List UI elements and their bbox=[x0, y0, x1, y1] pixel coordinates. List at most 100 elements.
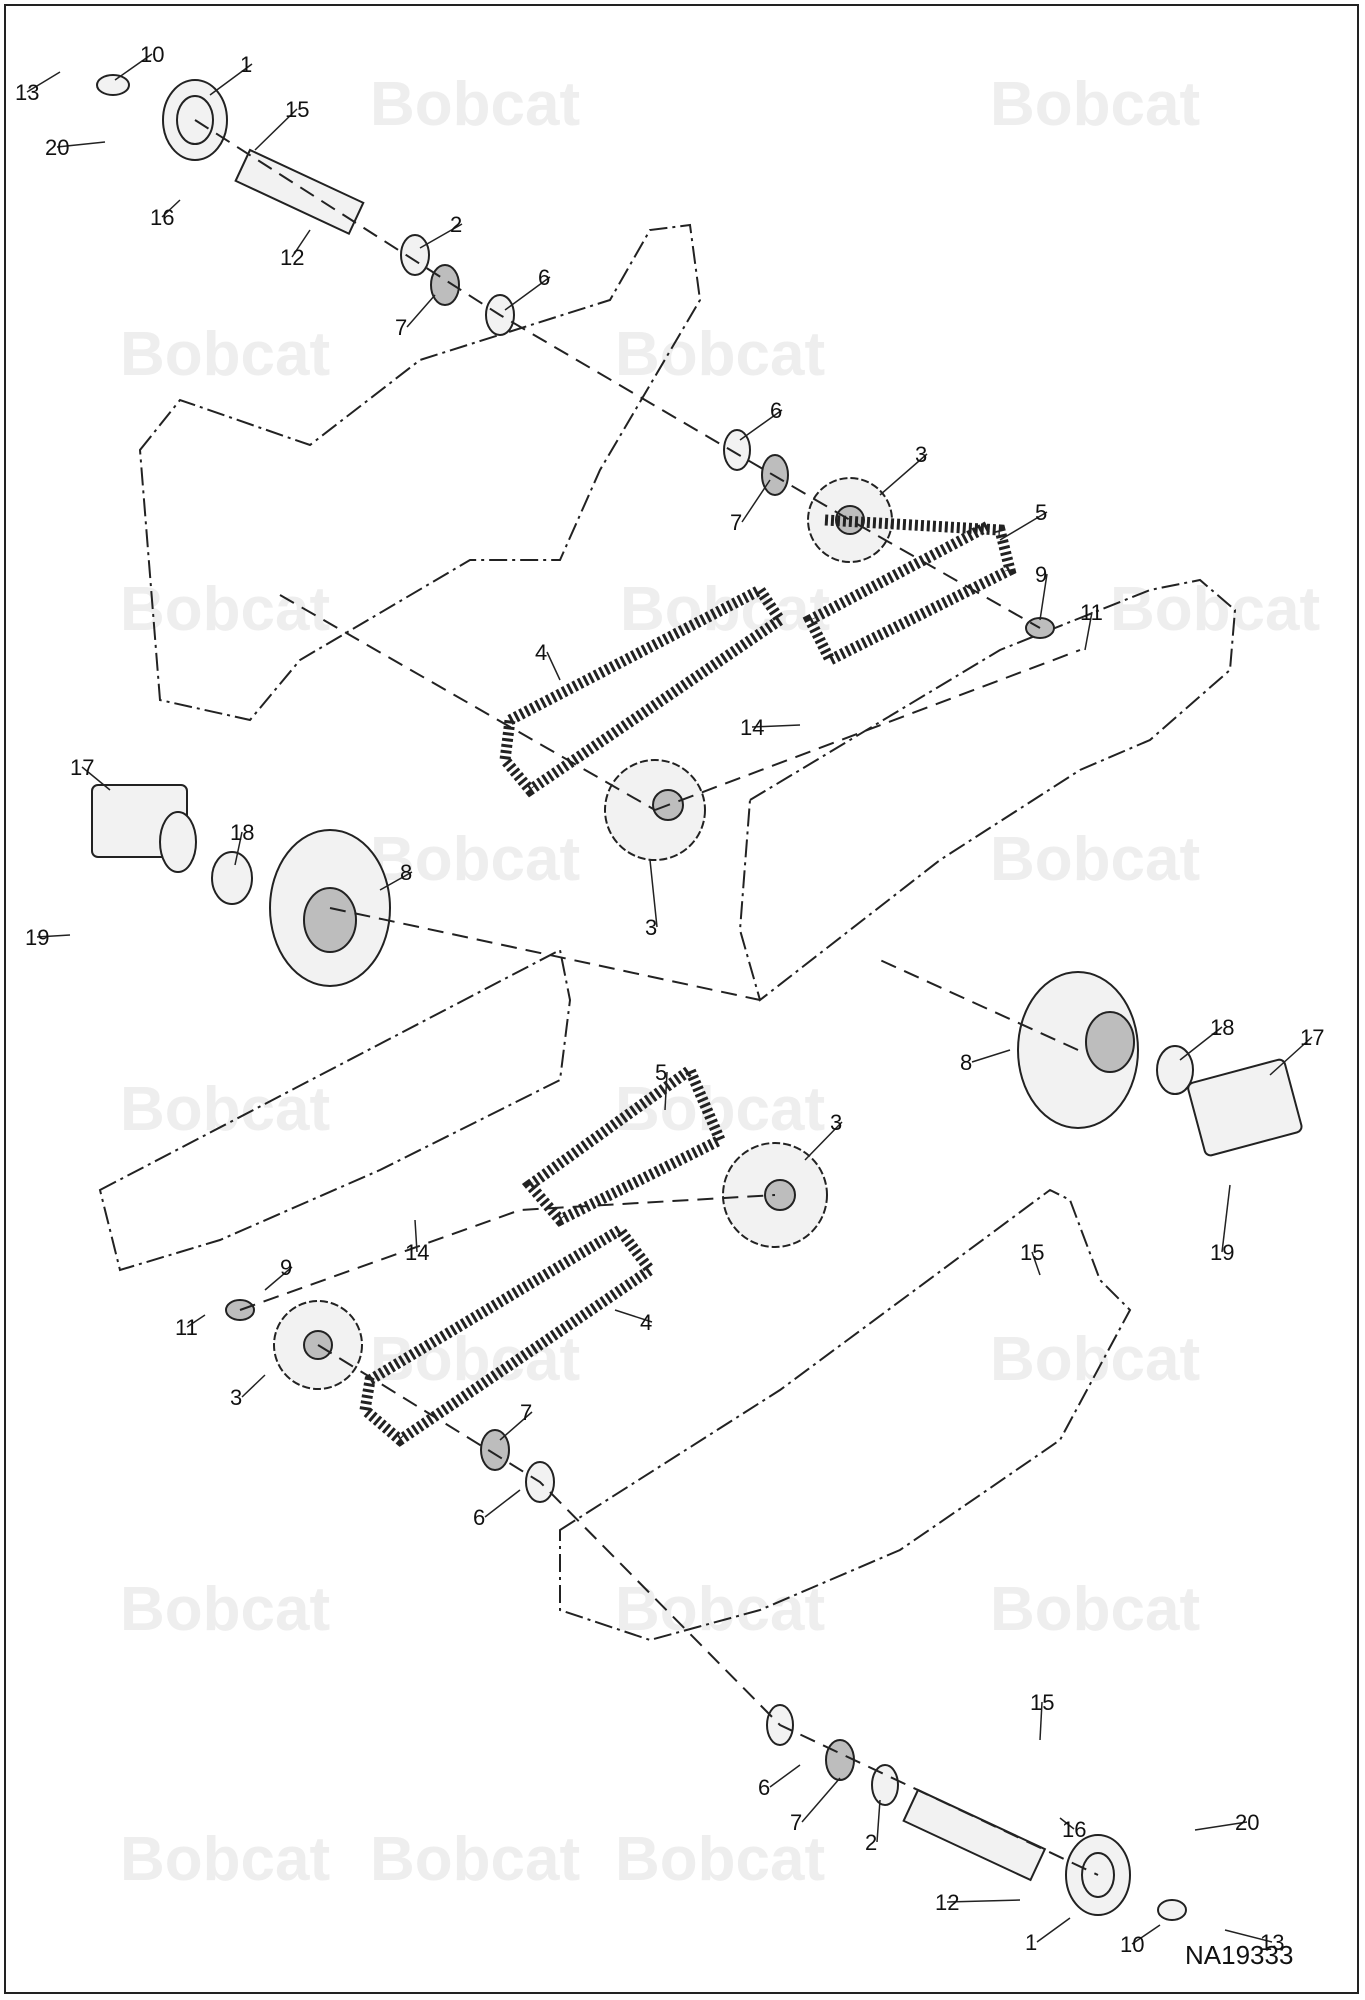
callout-17: 17 bbox=[1300, 1025, 1324, 1050]
leader-line bbox=[36, 934, 71, 938]
callout-16: 16 bbox=[1062, 1817, 1086, 1842]
leader-line bbox=[751, 724, 801, 728]
leader-line bbox=[241, 1374, 266, 1398]
callout-13: 13 bbox=[1260, 1930, 1284, 1955]
bearing-7-lower-mid bbox=[480, 1429, 510, 1471]
callout-4: 4 bbox=[535, 640, 547, 665]
callout-15: 15 bbox=[285, 97, 309, 122]
leader-line bbox=[1036, 1917, 1071, 1943]
callout-10: 10 bbox=[1120, 1932, 1144, 1957]
watermark-text: Bobcat bbox=[370, 1325, 580, 1394]
callout-3: 3 bbox=[915, 442, 927, 467]
callout-14: 14 bbox=[740, 715, 764, 740]
callout-8: 8 bbox=[400, 860, 412, 885]
leader-line bbox=[804, 1121, 843, 1161]
diagram-frame bbox=[4, 4, 1359, 1994]
leader-line bbox=[1269, 1036, 1313, 1076]
leader-line bbox=[1224, 1929, 1273, 1943]
leader-line bbox=[1221, 1184, 1231, 1253]
watermark-text: Bobcat bbox=[990, 1325, 1200, 1394]
watermark-text: Bobcat bbox=[120, 320, 330, 389]
watermark-text: Bobcat bbox=[990, 70, 1200, 139]
callout-19: 19 bbox=[25, 925, 49, 950]
washer-10-lower bbox=[1157, 1899, 1187, 1921]
callout-7: 7 bbox=[730, 510, 742, 535]
assembly-lines bbox=[194, 119, 1099, 1876]
callout-3: 3 bbox=[645, 915, 657, 940]
callout-19: 19 bbox=[1210, 1240, 1234, 1265]
callout-2: 2 bbox=[865, 1830, 877, 1855]
leader-line bbox=[114, 53, 153, 81]
o-ring-18-left bbox=[211, 851, 253, 905]
lower-right-frame-panel bbox=[559, 1188, 1132, 1642]
leader-line bbox=[741, 479, 771, 523]
chain-5-upper bbox=[802, 514, 1017, 668]
leader-line bbox=[81, 766, 111, 791]
callout-12: 12 bbox=[280, 245, 304, 270]
leader-line bbox=[1059, 1817, 1075, 1830]
watermark-text: Bobcat bbox=[615, 1075, 825, 1144]
leader-line bbox=[664, 1071, 668, 1111]
hydraulic-motor-17-right bbox=[1187, 1058, 1303, 1157]
watermark-text: Bobcat bbox=[1110, 575, 1320, 644]
chain-4-upper bbox=[499, 582, 788, 798]
callout-3: 3 bbox=[230, 1385, 242, 1410]
leader-line bbox=[414, 1219, 418, 1253]
leader-line bbox=[406, 294, 436, 328]
callout-7: 7 bbox=[520, 1400, 532, 1425]
callout-1: 1 bbox=[1025, 1930, 1037, 1955]
leader-line bbox=[56, 141, 106, 148]
hydraulic-motor-17-left bbox=[91, 784, 197, 873]
leader-line bbox=[614, 1309, 653, 1323]
watermark-text: Bobcat bbox=[615, 320, 825, 389]
document-id: NA19333 bbox=[1185, 1940, 1294, 1970]
leader-line bbox=[1031, 1251, 1041, 1276]
callout-6: 6 bbox=[758, 1775, 770, 1800]
callout-2: 2 bbox=[450, 212, 462, 237]
seal-2-upper bbox=[400, 234, 430, 276]
leader-line bbox=[499, 1411, 533, 1441]
o-ring-18-right bbox=[1156, 1045, 1194, 1095]
callout-15: 15 bbox=[1020, 1240, 1044, 1265]
upper-left-frame-panel bbox=[138, 223, 702, 722]
callout-8: 8 bbox=[960, 1050, 972, 1075]
leader-line bbox=[971, 1049, 1011, 1063]
watermark-text: Bobcat bbox=[370, 1825, 580, 1894]
watermark-text: Bobcat bbox=[120, 1825, 330, 1894]
leader-line bbox=[419, 223, 463, 249]
leader-line bbox=[209, 63, 253, 96]
leader-line bbox=[769, 1764, 801, 1788]
leader-line bbox=[649, 859, 658, 928]
callout-18: 18 bbox=[230, 820, 254, 845]
watermark-text: Bobcat bbox=[615, 1575, 825, 1644]
watermark-text: Bobcat bbox=[990, 825, 1200, 894]
watermark-text: Bobcat bbox=[990, 1575, 1200, 1644]
watermark-text: Bobcat bbox=[120, 1575, 330, 1644]
watermark-text: Bobcat bbox=[370, 825, 580, 894]
callout-6: 6 bbox=[538, 265, 550, 290]
leader-line bbox=[999, 511, 1048, 541]
leader-line bbox=[26, 71, 61, 93]
watermark-text: Bobcat bbox=[370, 70, 580, 139]
callout-12: 12 bbox=[935, 1890, 959, 1915]
leader-line bbox=[1131, 1924, 1161, 1945]
callout-13: 13 bbox=[15, 80, 39, 105]
callout-10: 10 bbox=[140, 42, 164, 67]
callout-7: 7 bbox=[395, 315, 407, 340]
callout-11: 11 bbox=[175, 1315, 198, 1340]
callout-18: 18 bbox=[1210, 1015, 1234, 1040]
leader-line bbox=[739, 409, 783, 441]
leader-line bbox=[1179, 1026, 1223, 1061]
callout-15: 15 bbox=[1030, 1690, 1054, 1715]
leader-line bbox=[1084, 611, 1093, 651]
callout-7: 7 bbox=[790, 1810, 802, 1835]
watermark-text: Bobcat bbox=[120, 1075, 330, 1144]
callout-6: 6 bbox=[473, 1505, 485, 1530]
callout-3: 3 bbox=[830, 1110, 842, 1135]
leader-line bbox=[186, 1314, 206, 1328]
bearing-7-lower bbox=[825, 1739, 855, 1781]
callout-11: 11 bbox=[1080, 600, 1103, 625]
chain-4-lower bbox=[359, 1222, 658, 1447]
